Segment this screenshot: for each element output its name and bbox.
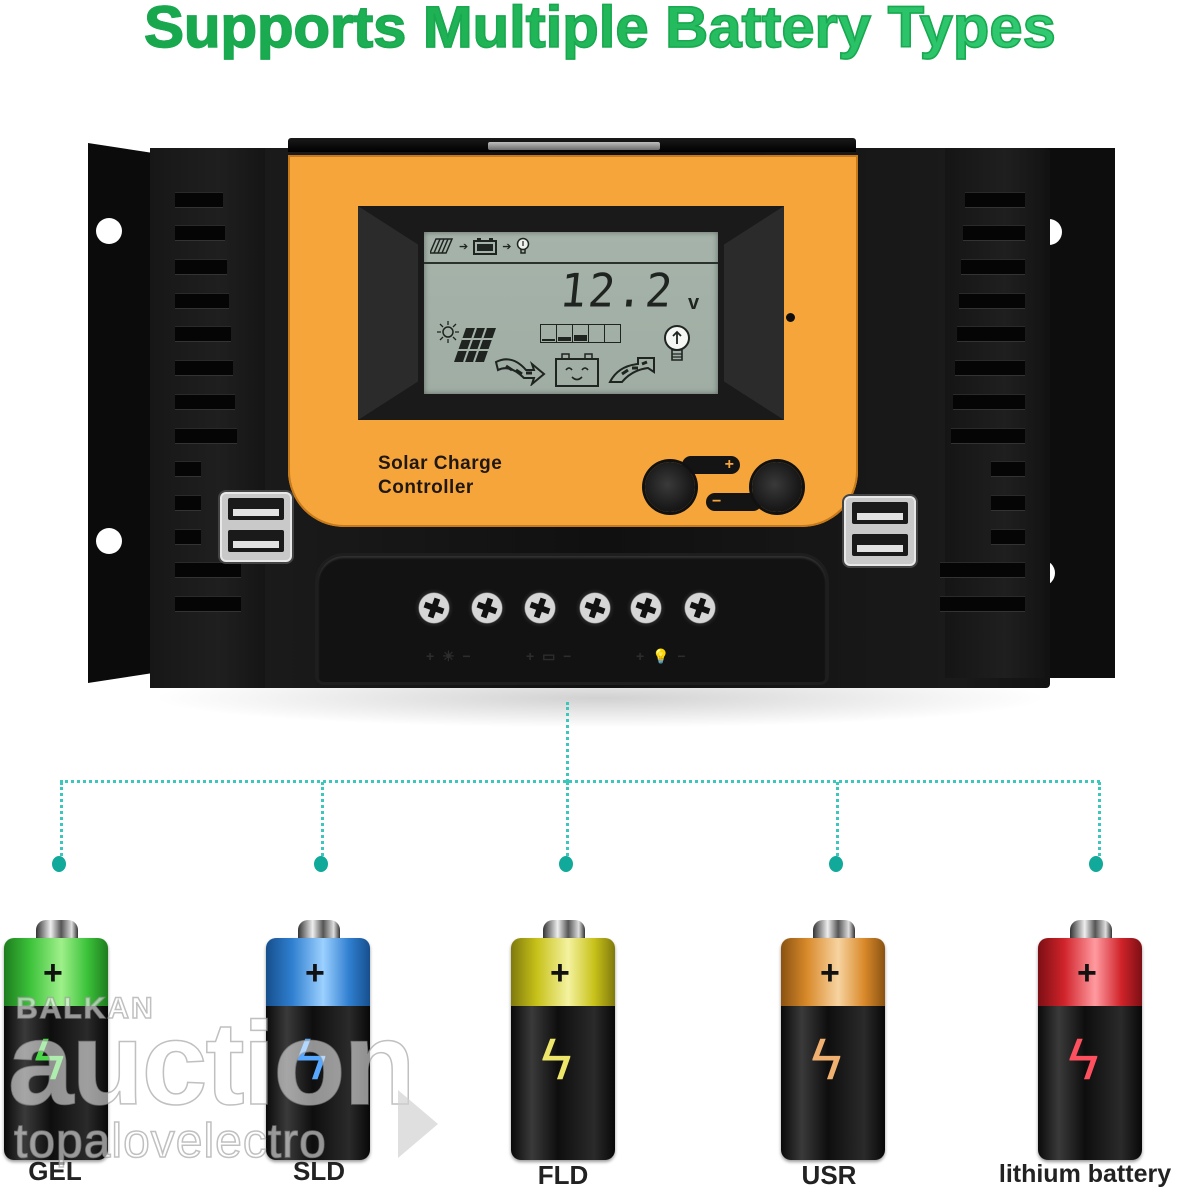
- terminal-screw-icon[interactable]: [414, 588, 454, 628]
- arrow-right-icon: ➔: [502, 240, 512, 253]
- battery-gel: + ϟ: [4, 920, 108, 1160]
- battery-icon: + ϟ: [4, 938, 108, 1160]
- connector-node-icon: [314, 856, 328, 872]
- battery-label-lithium: lithium battery: [998, 1160, 1172, 1188]
- plus-button[interactable]: [645, 462, 695, 512]
- page-title: Supports Multiple Battery Types: [0, 0, 1200, 61]
- top-clip: [488, 142, 660, 150]
- status-led: [786, 313, 795, 322]
- right-vent-panel: [940, 148, 1045, 678]
- battery-level-bar: [540, 324, 621, 343]
- battery-fld: + ϟ: [511, 920, 615, 1160]
- battery-sld: + ϟ: [266, 920, 370, 1160]
- solar-terminal-label: + ☀ −: [426, 648, 473, 664]
- battery-icon: + ϟ: [266, 938, 370, 1160]
- watermark-line2: auction: [7, 998, 416, 1130]
- battery-voltage-readout: 12.2: [557, 264, 677, 319]
- plus-icon: +: [820, 954, 840, 992]
- battery-label-fld: FLD: [537, 1160, 589, 1190]
- terminal-screw-icon[interactable]: [680, 588, 720, 628]
- lightning-bolt-icon: ϟ: [296, 1027, 327, 1092]
- solar-panel-icon: [430, 238, 454, 254]
- minus-indicator: −: [706, 493, 762, 511]
- terminal-screw-icon[interactable]: [467, 588, 507, 628]
- terminal-screw-icon[interactable]: [626, 588, 666, 628]
- mounting-hole-icon: [96, 528, 122, 554]
- plus-icon: +: [1077, 954, 1097, 992]
- lightning-bolt-icon: ϟ: [34, 1027, 65, 1092]
- lcd-flow-indicator: ➔ ➔: [430, 237, 530, 255]
- mounting-hole-icon: [96, 218, 122, 244]
- arrow-right-icon: ➔: [459, 240, 469, 253]
- plus-icon: +: [43, 954, 63, 992]
- minus-button[interactable]: [752, 462, 802, 512]
- bulb-icon: [664, 325, 690, 361]
- sun-icon: [437, 321, 459, 343]
- battery-lithium: + ϟ: [1038, 920, 1142, 1160]
- battery-label-usr: USR: [801, 1160, 857, 1190]
- plus-icon: +: [550, 954, 570, 992]
- lightning-bolt-icon: ϟ: [811, 1027, 842, 1092]
- connector-node-icon: [829, 856, 843, 872]
- connector-node-icon: [52, 856, 66, 872]
- product-brand-label: Solar Charge Controller: [378, 453, 503, 498]
- load-flow-arrow-icon: [608, 357, 655, 383]
- lcd-screen: [424, 232, 718, 394]
- charge-flow-arrow-icon: [494, 358, 546, 386]
- connector-node-icon: [559, 856, 573, 872]
- battery-icon: + ϟ: [781, 938, 885, 1160]
- watermark-line1: BALKAN: [15, 991, 155, 1026]
- usb-socket-icon: [852, 534, 908, 556]
- bulb-icon: [517, 237, 530, 254]
- solar-panel-icon: [454, 327, 496, 363]
- battery-terminal-label: + ▭ −: [526, 648, 574, 664]
- battery-happy-icon: [555, 353, 599, 387]
- terminal-block: + ☀ − + ▭ − + 💡 −: [318, 556, 826, 682]
- battery-label-gel: GEL: [28, 1156, 82, 1186]
- plus-indicator: +: [682, 456, 740, 474]
- terminal-screw-icon[interactable]: [575, 588, 615, 628]
- usb-socket-icon: [228, 530, 284, 552]
- usb-socket-icon: [228, 498, 284, 520]
- usb-port-left[interactable]: [220, 492, 292, 562]
- battery-icon: [473, 238, 498, 255]
- terminal-screw-icon[interactable]: [520, 588, 560, 628]
- battery-label-sld: SLD: [293, 1156, 345, 1186]
- play-arrow-icon: [398, 1090, 438, 1158]
- left-vent-panel: [150, 148, 265, 688]
- plus-icon: +: [305, 954, 325, 992]
- connector-node-icon: [1089, 856, 1103, 872]
- battery-usr: + ϟ: [781, 920, 885, 1160]
- lightning-bolt-icon: ϟ: [1068, 1027, 1099, 1092]
- load-terminal-label: + 💡 −: [636, 648, 688, 664]
- battery-icon: + ϟ: [511, 938, 615, 1160]
- lightning-bolt-icon: ϟ: [541, 1027, 572, 1092]
- usb-socket-icon: [852, 502, 908, 524]
- usb-port-right[interactable]: [844, 496, 916, 566]
- watermark-line3: topalovelectro: [13, 1114, 327, 1169]
- voltage-unit: v: [688, 292, 700, 314]
- battery-icon: + ϟ: [1038, 938, 1142, 1160]
